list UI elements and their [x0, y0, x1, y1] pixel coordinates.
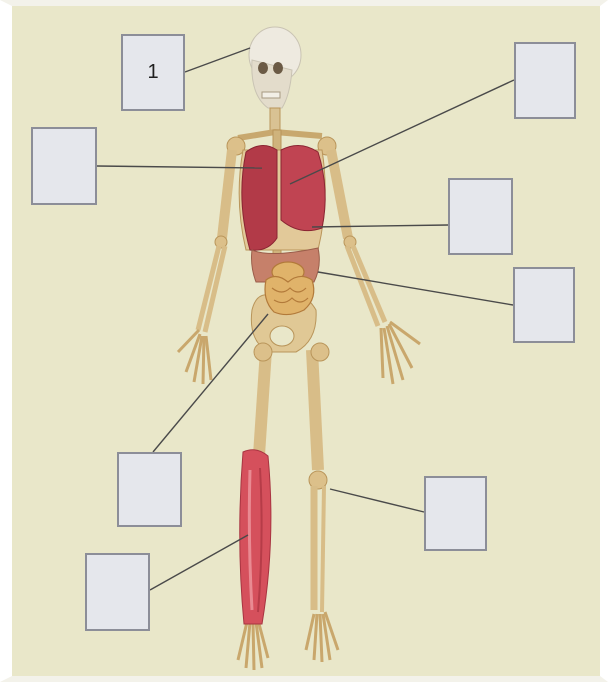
- right-foot: [306, 612, 338, 662]
- leader-line-4: [312, 225, 448, 227]
- label-box-1[interactable]: 1: [121, 34, 185, 111]
- label-box-1-text: 1: [147, 61, 158, 84]
- right-hand: [381, 322, 420, 384]
- leader-line-2: [97, 166, 262, 168]
- leader-line-8: [150, 535, 248, 590]
- label-box-4[interactable]: [448, 178, 513, 255]
- label-box-2[interactable]: [31, 127, 97, 205]
- label-box-3[interactable]: [514, 42, 576, 119]
- skeleton-figure: [178, 27, 420, 670]
- label-box-7[interactable]: [424, 476, 487, 551]
- leader-line-5: [318, 272, 513, 305]
- left-hand: [178, 330, 211, 384]
- label-box-6[interactable]: [117, 452, 182, 527]
- leader-line-1: [185, 48, 250, 72]
- leader-line-7: [330, 489, 424, 512]
- label-box-8[interactable]: [85, 553, 150, 631]
- label-box-5[interactable]: [513, 267, 575, 343]
- leader-line-6: [153, 314, 268, 452]
- left-foot: [238, 620, 268, 670]
- leader-line-3: [290, 80, 514, 184]
